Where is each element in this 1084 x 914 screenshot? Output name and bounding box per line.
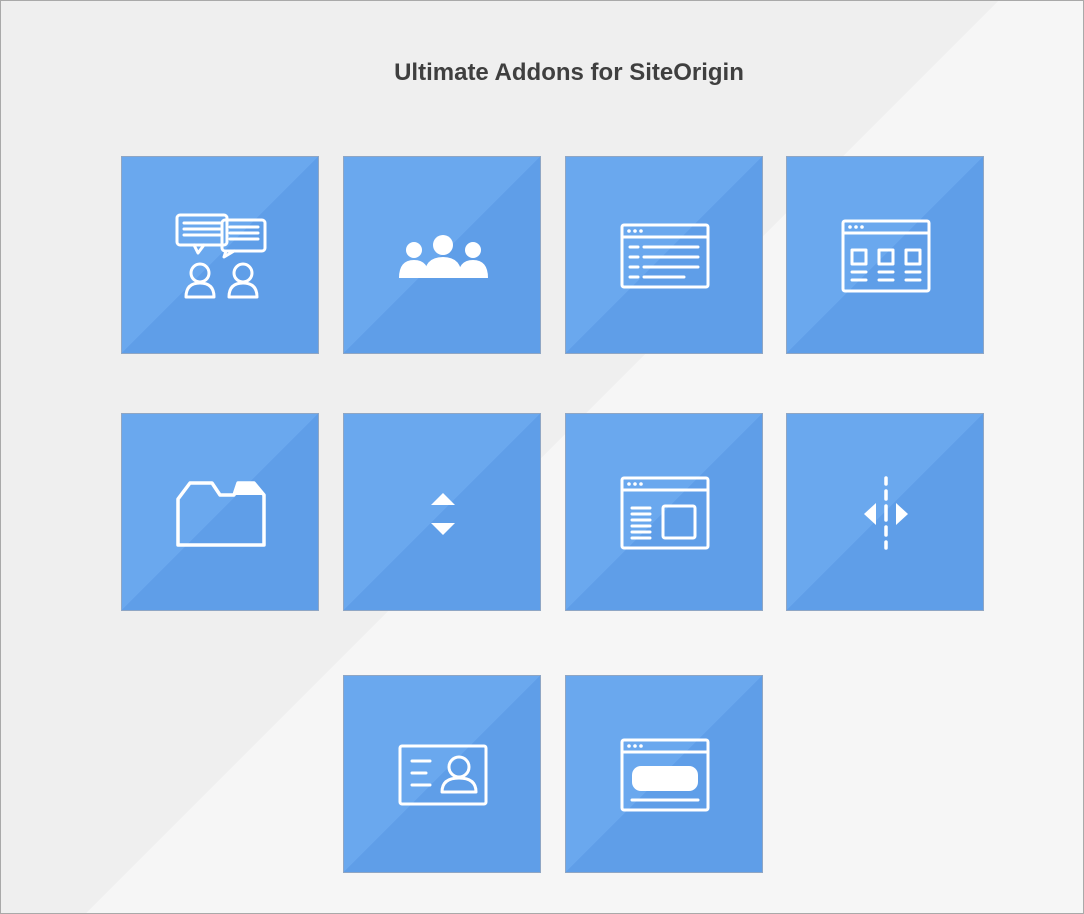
tile-team[interactable] bbox=[343, 156, 541, 354]
tile-button-window[interactable] bbox=[565, 675, 763, 873]
split-arrows-icon bbox=[864, 476, 908, 550]
tile-list-layout[interactable] bbox=[565, 156, 763, 354]
list-layout-icon bbox=[620, 223, 710, 289]
team-icon bbox=[399, 235, 488, 278]
conversation-icon bbox=[175, 213, 267, 299]
tile-up-down-arrows[interactable] bbox=[343, 413, 541, 611]
tile-content-box[interactable] bbox=[565, 413, 763, 611]
profile-card-icon bbox=[398, 744, 488, 806]
tile-folder[interactable] bbox=[121, 413, 319, 611]
content-box-icon bbox=[620, 476, 710, 550]
tile-grid-layout[interactable] bbox=[786, 156, 984, 354]
folder-icon bbox=[176, 481, 266, 547]
button-window-icon bbox=[620, 738, 710, 812]
tile-split-arrows[interactable] bbox=[786, 413, 984, 611]
page-title: Ultimate Addons for SiteOrigin bbox=[394, 59, 744, 86]
tile-profile-card[interactable] bbox=[343, 675, 541, 873]
tile-conversation[interactable] bbox=[121, 156, 319, 354]
grid-layout-icon bbox=[841, 219, 931, 293]
up-down-arrows-icon bbox=[431, 493, 455, 535]
